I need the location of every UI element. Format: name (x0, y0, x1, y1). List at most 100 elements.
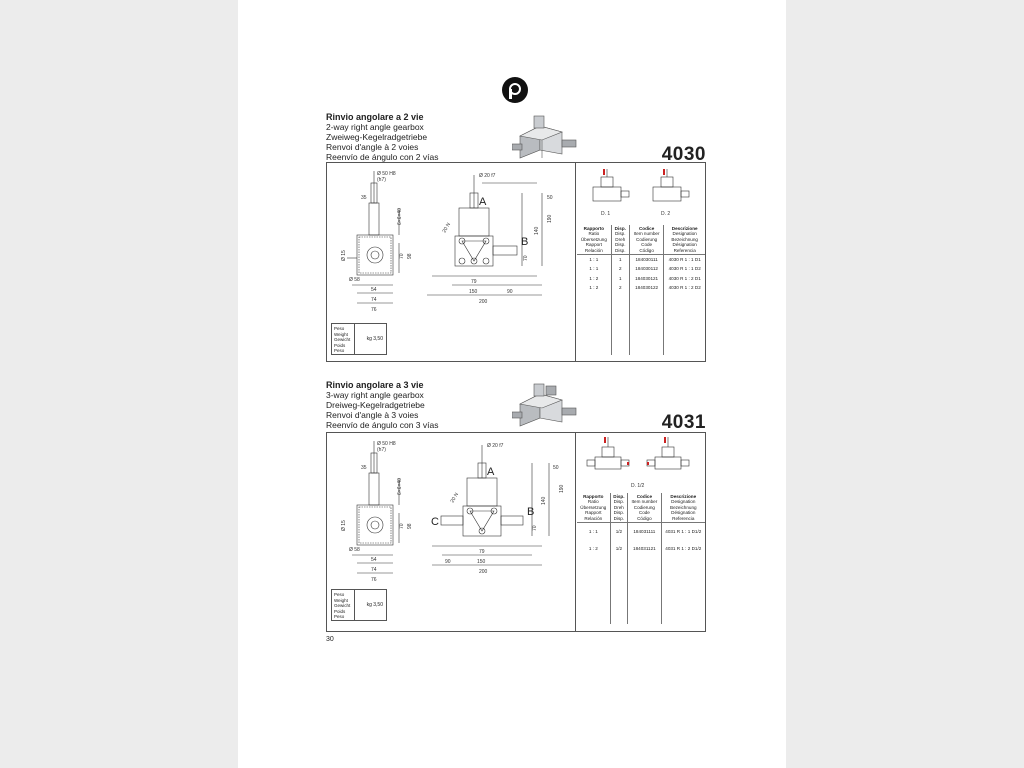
label-a: A (479, 196, 487, 208)
title-fr: Renvoi d'angle à 2 voies (326, 142, 419, 152)
spec-frame: Ø 50 H8 (h7) 35 6×6×40 Ø 15 98 70 Ø 58 5… (326, 432, 706, 632)
weight-label-de: Gewicht (334, 603, 351, 608)
title-es: Reenvío de ángulo con 3 vías (326, 420, 439, 430)
spec-frame: Ø 50 H8 (h7) 35 6×6×40 Ø 15 98 70 Ø 58 5… (326, 162, 706, 362)
dim-shaft-dia: Ø 20 f7 (479, 173, 496, 179)
weight-value: kg 3,50 (366, 336, 383, 342)
weight-label-es: Peso (334, 614, 345, 619)
model-number: 4031 (661, 412, 706, 433)
title-it: Rinvio angolare a 2 vie (326, 112, 424, 122)
title-en: 3-way right angle gearbox (326, 390, 424, 400)
section-4031: Rinvio angolare a 3 vie 3-way right angl… (326, 380, 706, 632)
weight-label-it: Peso (334, 592, 345, 597)
technical-drawing: Ø 50 H8 (h7) 35 6×6×40 Ø 15 98 70 Ø 58 5… (341, 441, 565, 583)
dim-140: 140 (534, 226, 540, 235)
diagram-label: D. 1/2 (631, 483, 645, 489)
title-en: 2-way right angle gearbox (326, 122, 424, 132)
weight-label-de: Gewicht (334, 337, 351, 342)
dim-shaft-dia-left: Ø 50 H8 (377, 441, 396, 447)
dim-190: 190 (547, 214, 553, 223)
dim-200: 200 (479, 299, 488, 305)
dim-98: 98 (407, 523, 413, 529)
dim-35: 35 (361, 195, 367, 201)
gearbox-product-image (512, 383, 577, 427)
dim-58: Ø 58 (349, 547, 360, 553)
dim-79: 79 (471, 279, 477, 285)
dim-58: Ø 58 (349, 277, 360, 283)
weight-box: Peso Weight Gewicht Poids Peso kg 3,50 (331, 589, 387, 621)
dim-54: 54 (371, 557, 377, 563)
section-4030: Rinvio angolare a 2 vie 2-way right angl… (326, 112, 706, 362)
dim-70: 70 (532, 525, 538, 531)
dim-200: 200 (479, 569, 488, 575)
weight-label-fr: Poids (334, 608, 346, 614)
dim-h7: (h7) (377, 177, 386, 183)
dim-150: 150 (469, 289, 478, 295)
label-b: B (527, 506, 534, 518)
dim-15: Ø 15 (341, 520, 347, 531)
weight-label-es: Peso (334, 348, 345, 353)
label-a: A (487, 466, 495, 478)
dim-15: Ø 15 (341, 250, 347, 261)
config-diagrams: D. 1/2 (586, 437, 690, 489)
config-diagrams: D. 1 D. 2 (592, 169, 690, 217)
dim-140: 140 (541, 496, 547, 505)
model-number: 4030 (661, 144, 706, 165)
dim-50: 50 (547, 195, 553, 201)
dim-70-left: 70 (399, 253, 405, 259)
page-number: 30 (326, 636, 334, 643)
title-de: Dreiweg-Kegelradgetriebe (326, 400, 425, 410)
section-title-block: Rinvio angolare a 3 vie 3-way right angl… (326, 380, 438, 430)
weight-label-fr: Poids (334, 342, 346, 348)
dim-90: 90 (445, 559, 451, 565)
diagram-label: D. 2 (661, 211, 670, 217)
title-it: Rinvio angolare a 3 vie (326, 380, 424, 390)
dim-h7: (h7) (377, 447, 386, 453)
catalog-page: Rinvio angolare a 2 vie 2-way right angl… (238, 0, 786, 768)
label-c: C (431, 516, 439, 528)
dim-35: 35 (361, 465, 367, 471)
dim-70-left: 70 (399, 523, 405, 529)
dim-54: 54 (371, 287, 377, 293)
weight-label-it: Peso (334, 326, 345, 331)
label-b: B (521, 236, 528, 248)
dim-74: 74 (371, 567, 377, 573)
section-title-block: Rinvio angolare a 2 vie 2-way right angl… (326, 112, 438, 162)
dim-shaft-dia-left: Ø 50 H8 (377, 171, 396, 177)
brand-logo-icon (502, 77, 528, 103)
diagram-label: D. 1 (601, 211, 610, 217)
dim-150: 150 (477, 559, 486, 565)
title-de: Zweiweg-Kegelradgetriebe (326, 132, 428, 142)
title-es: Reenvío de ángulo con 2 vías (326, 152, 439, 162)
technical-drawing: Ø 50 H8 (h7) 35 6×6×40 Ø 15 98 70 Ø 58 5… (341, 171, 553, 313)
dim-20n: 20 N (442, 222, 453, 234)
dim-74: 74 (371, 297, 377, 303)
dim-6x6: 6×6×40 (397, 478, 403, 495)
dim-20n: 20 N (450, 492, 461, 504)
dim-98: 98 (407, 253, 413, 259)
dim-50: 50 (553, 465, 559, 471)
gearbox-product-image (512, 115, 577, 159)
weight-label-en: Weight (334, 331, 348, 337)
dim-6x6: 6×6×40 (397, 208, 403, 225)
dim-190: 190 (559, 484, 565, 493)
dim-70: 70 (523, 255, 529, 261)
weight-value: kg 3,50 (366, 602, 383, 608)
weight-box: Peso Weight Gewicht Poids Peso kg 3,50 (331, 323, 387, 355)
dim-76: 76 (371, 307, 377, 313)
